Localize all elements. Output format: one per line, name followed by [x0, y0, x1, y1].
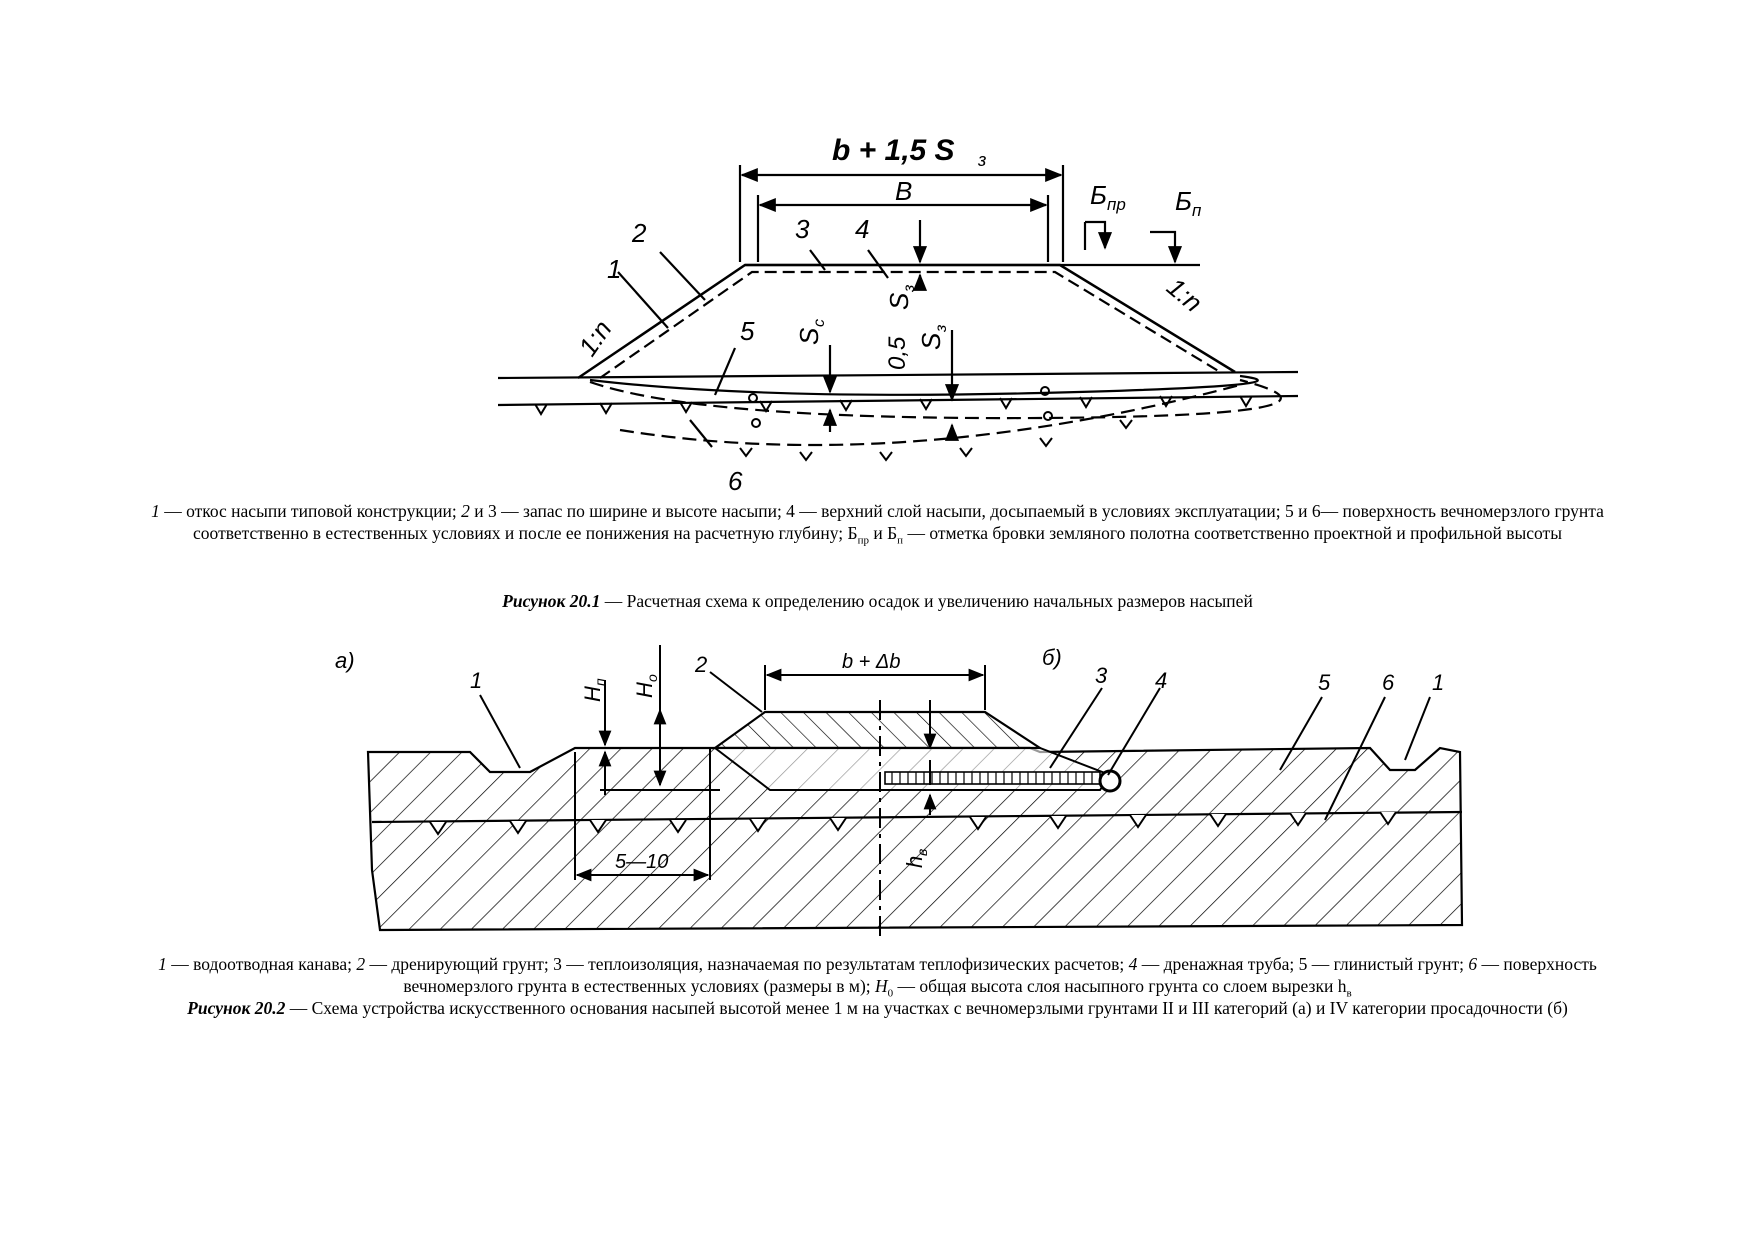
figure-20-2-legend: 1 — водоотводная канава; 2 — дренирующий… — [158, 954, 1597, 1000]
label-h-o-sub: о — [644, 674, 660, 682]
label-h-o: H — [632, 682, 657, 698]
label-b-pr-sub: пр — [1107, 195, 1126, 214]
label-n5: 5 — [740, 316, 755, 346]
ground-line — [497, 370, 1299, 380]
label-n4: 4 — [1155, 668, 1167, 693]
label-top-dim-sub: з — [977, 150, 986, 170]
label-n4: 4 — [855, 214, 869, 244]
label-n3: 3 — [795, 214, 810, 244]
ground-mass — [366, 746, 1464, 932]
figure-20-1-legend: 1 — откос насыпи типовой конструкции; 2 … — [151, 501, 1604, 547]
label-h-v-sub: в — [914, 849, 930, 856]
figure-20-1-caption: Рисунок 20.1 — Расчетная схема к определ… — [502, 591, 1253, 611]
label-top-dim: b + 1,5 S — [832, 134, 955, 167]
label-width-B: B — [895, 176, 912, 206]
figure-20-1-drawing: b + 1,5 S з B 3 4 2 1 5 6 1:n 1:n Б пр Б… — [490, 120, 1310, 500]
label-s-c-sub: с — [811, 319, 828, 327]
label-n6: 6 — [1382, 670, 1395, 695]
label-h-v: h — [902, 856, 927, 868]
figure-20-2-caption: Рисунок 20.2 — Схема устройства искусств… — [187, 998, 1568, 1018]
drainage-pipe — [1098, 769, 1122, 793]
label-n1: 1 — [607, 254, 621, 284]
label-b-p-sub: п — [1192, 201, 1202, 220]
label-s-z: S — [884, 292, 914, 310]
label-b-p: Б — [1175, 186, 1192, 216]
label-h-p-sub: п — [592, 678, 608, 686]
label-h-p: H — [580, 686, 605, 702]
label-n2: 2 — [694, 652, 707, 677]
label-half-s-sub: з — [933, 325, 950, 333]
label-n6: 6 — [728, 466, 743, 496]
label-part-b: б) — [1042, 645, 1062, 670]
label-n3: 3 — [1095, 663, 1108, 688]
label-n2: 2 — [631, 218, 647, 248]
permafrost-line — [371, 810, 1463, 824]
label-part-a: а) — [335, 648, 355, 673]
label-half-s: 0,5 — [884, 336, 911, 370]
label-s-z-sub: з — [901, 285, 918, 293]
label-top-dim: b + Δb — [842, 651, 900, 673]
label-b-pr: Б — [1090, 180, 1107, 210]
label-half-s-sym: S — [916, 332, 946, 350]
label-n1-right: 1 — [1432, 670, 1444, 695]
label-dim-5-10: 5—10 — [615, 851, 668, 873]
label-slope-right: 1:n — [1161, 272, 1208, 318]
label-n1-left: 1 — [470, 668, 482, 693]
embankment-dashed-outline — [599, 270, 1221, 379]
figure-20-2-drawing: а) б) 1 2 3 4 5 6 1 b + Δb H п H о h в 5… — [330, 640, 1470, 950]
drainage-fill — [711, 710, 1044, 750]
label-s-c: S — [794, 327, 824, 345]
label-n5: 5 — [1318, 670, 1331, 695]
